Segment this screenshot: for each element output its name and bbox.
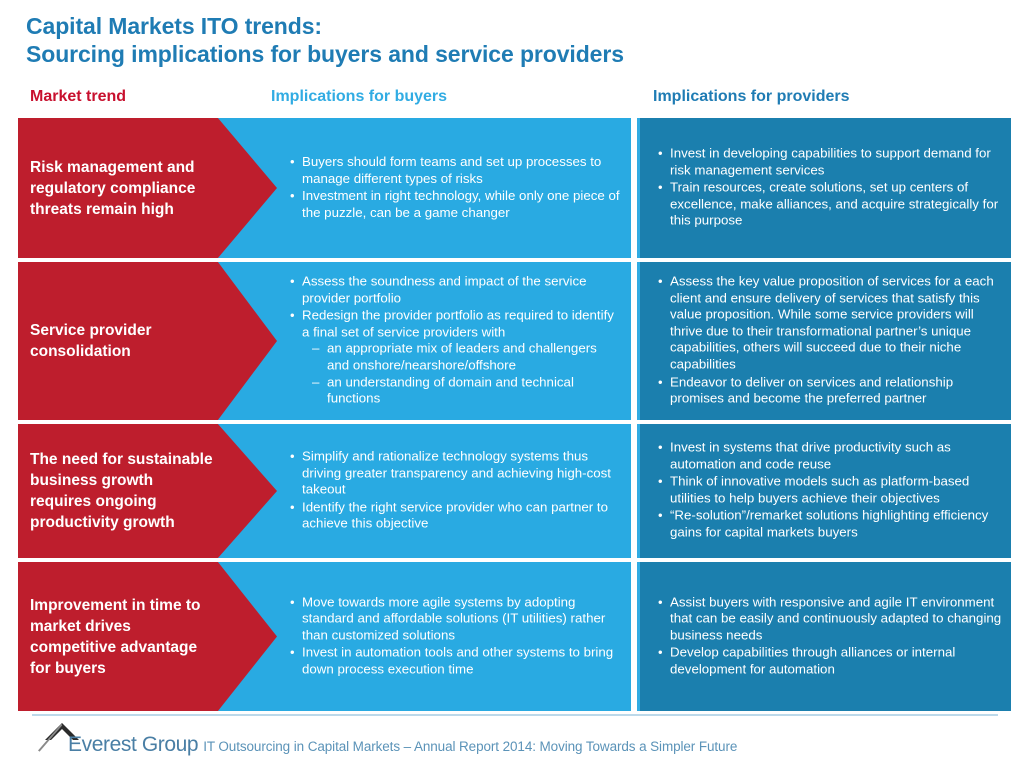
list-item-text: Redesign the provider portfolio as requi…: [302, 307, 614, 340]
page-title-line-1: Capital Markets ITO trends:: [26, 13, 322, 39]
buyer-implications-list: Move towards more agile systems by adopt…: [290, 593, 620, 679]
buyer-implications-list: Buyers should form teams and set up proc…: [290, 153, 620, 222]
list-item: Train resources, create solutions, set u…: [658, 179, 1003, 230]
list-item-text: Invest in developing capabilities to sup…: [670, 145, 991, 178]
buyer-implications-list: Assess the soundness and impact of the s…: [290, 273, 620, 409]
table-row: The need for sustainable business growth…: [18, 424, 1011, 558]
footer-divider: [32, 714, 998, 716]
list-item-text: Develop capabilities through alliances o…: [670, 644, 956, 677]
list-item-text: Assess the key value proposition of serv…: [670, 273, 994, 372]
list-item-text: Endeavor to deliver on services and rela…: [670, 374, 954, 406]
market-trend-cell: Risk management and regulatory complianc…: [18, 118, 277, 258]
buyer-implications-cell: Move towards more agile systems by adopt…: [218, 562, 631, 711]
list-item-text: Investment in right technology, while on…: [302, 188, 620, 220]
list-item: Invest in systems that drive productivit…: [658, 439, 1003, 473]
everest-peak-logo-icon: [38, 723, 79, 752]
buyer-implications-cell: Simplify and rationalize technology syst…: [218, 424, 631, 558]
provider-implications-list: Invest in developing capabilities to sup…: [658, 145, 1003, 231]
market-trend-label: Service provider consolidation: [30, 322, 152, 360]
list-item-text: Think of innovative models such as platf…: [670, 473, 970, 506]
market-trend-cell: Improvement in time to market drives com…: [18, 562, 277, 711]
list-item-text: Assess the soundness and impact of the s…: [302, 273, 587, 306]
footer-caption: IT Outsourcing in Capital Markets – Annu…: [203, 739, 738, 754]
table-row: Risk management and regulatory complianc…: [18, 118, 1011, 258]
list-item: Simplify and rationalize technology syst…: [290, 448, 620, 499]
column-header-market-trend: Market trend: [30, 88, 127, 105]
provider-implications-list: Assist buyers with responsive and agile …: [658, 593, 1003, 679]
list-item-text: Simplify and rationalize technology syst…: [302, 448, 611, 497]
list-item: Assess the soundness and impact of the s…: [290, 273, 620, 307]
sub-list-item: an understanding of domain and technical…: [302, 374, 620, 407]
table-row: Improvement in time to market drives com…: [18, 562, 1011, 711]
list-item: Invest in automation tools and other sys…: [290, 644, 620, 678]
buyer-implications-cell: Assess the soundness and impact of the s…: [218, 262, 631, 420]
footer-brand-row: Everest Group IT Outsourcing in Capital M…: [68, 733, 737, 757]
list-item: Redesign the provider portfolio as requi…: [290, 307, 620, 408]
sub-list: an appropriate mix of leaders and challe…: [302, 341, 620, 407]
list-item-text: Buyers should form teams and set up proc…: [302, 153, 602, 186]
page-title-line-2: Sourcing implications for buyers and ser…: [26, 41, 624, 67]
market-trend-cell: Service provider consolidation: [18, 262, 277, 420]
column-header-implications-for-providers: Implications for providers: [653, 88, 850, 105]
list-item-text: Assist buyers with responsive and agile …: [670, 594, 1002, 643]
footer: Everest Group IT Outsourcing in Capital M…: [28, 714, 998, 758]
provider-implications-cell: Invest in developing capabilities to sup…: [637, 118, 1011, 258]
list-item: Assist buyers with responsive and agile …: [658, 593, 1003, 644]
list-item-text: “Re-solution”/remarket solutions highlig…: [670, 508, 989, 540]
list-item-text: Move towards more agile systems by adopt…: [302, 594, 606, 643]
list-item: Invest in developing capabilities to sup…: [658, 145, 1003, 179]
sub-list-item-text: an understanding of domain and technical…: [327, 374, 574, 406]
brand-name: Everest Group: [68, 733, 199, 756]
list-item: Think of innovative models such as platf…: [658, 473, 1003, 507]
buyer-implications-list: Simplify and rationalize technology syst…: [290, 448, 620, 534]
buyer-implications-cell: Buyers should form teams and set up proc…: [218, 118, 631, 258]
list-item: Identify the right service provider who …: [290, 498, 620, 532]
trends-matrix: Risk management and regulatory complianc…: [18, 118, 1011, 711]
table-row: Service provider consolidation Assess th…: [18, 262, 1011, 420]
list-item-text: Invest in automation tools and other sys…: [302, 644, 614, 677]
list-item: Develop capabilities through alliances o…: [658, 644, 1003, 678]
market-trend-cell: The need for sustainable business growth…: [18, 424, 277, 558]
provider-implications-cell: Assess the key value proposition of serv…: [637, 262, 1011, 420]
list-item-text: Train resources, create solutions, set u…: [670, 179, 999, 228]
sub-list-item-text: an appropriate mix of leaders and challe…: [327, 341, 597, 373]
provider-implications-cell: Invest in systems that drive productivit…: [637, 424, 1011, 558]
provider-implications-cell: Assist buyers with responsive and agile …: [637, 562, 1011, 711]
list-item: Endeavor to deliver on services and rela…: [658, 373, 1003, 407]
column-headers: Market trend Implications for buyers Imp…: [0, 88, 1024, 114]
page-title: Capital Markets ITO trends: Sourcing imp…: [26, 12, 986, 68]
list-item: Buyers should form teams and set up proc…: [290, 153, 620, 187]
sub-list-item: an appropriate mix of leaders and challe…: [302, 341, 620, 374]
market-trend-label: Risk management and regulatory complianc…: [30, 158, 196, 218]
market-trend-label: The need for sustainable business growth…: [30, 451, 213, 531]
list-item-text: Identify the right service provider who …: [302, 499, 608, 531]
list-item-text: Invest in systems that drive productivit…: [670, 439, 951, 472]
list-item: Move towards more agile systems by adopt…: [290, 593, 620, 644]
market-trend-label: Improvement in time to market drives com…: [30, 596, 201, 677]
provider-implications-list: Assess the key value proposition of serv…: [658, 273, 1003, 409]
list-item: Investment in right technology, while on…: [290, 187, 620, 221]
column-header-implications-for-buyers: Implications for buyers: [271, 88, 448, 105]
list-item: “Re-solution”/remarket solutions highlig…: [658, 507, 1003, 541]
list-item: Assess the key value proposition of serv…: [658, 273, 1003, 374]
provider-implications-list: Invest in systems that drive productivit…: [658, 439, 1003, 543]
